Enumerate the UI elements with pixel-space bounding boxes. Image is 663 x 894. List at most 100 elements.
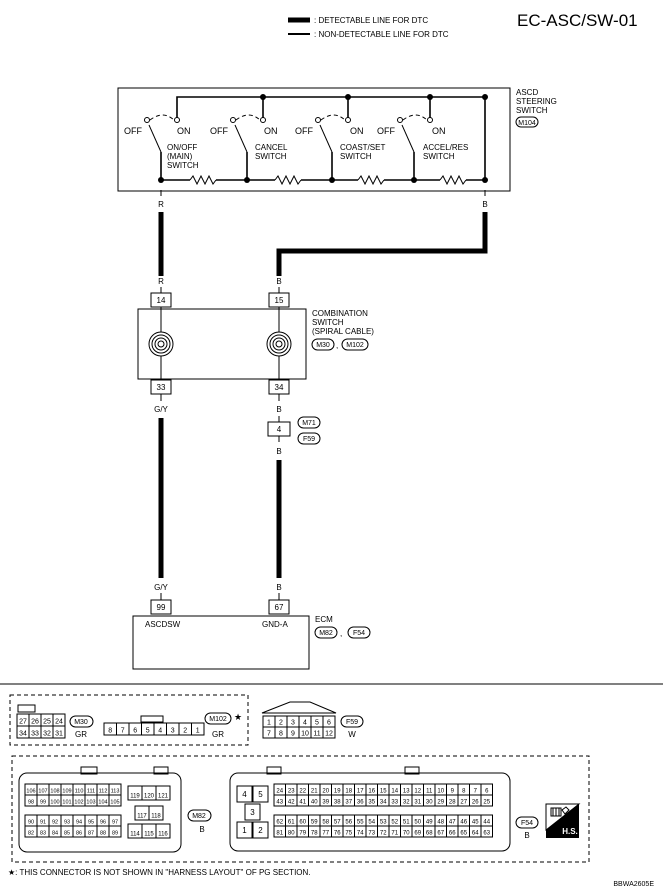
connector-m102-view-label: M102 <box>209 716 227 723</box>
pin-number: 94 <box>76 820 82 826</box>
connector-m30-view-label: M30 <box>74 719 88 726</box>
pin-number: 41 <box>299 800 306 806</box>
steering-switch-label-3: SWITCH <box>516 106 548 115</box>
pin-number: 71 <box>391 831 398 837</box>
legend-non-detectable-label: : NON-DETECTABLE LINE FOR DTC <box>314 30 449 39</box>
ladder-node-5 <box>482 177 488 183</box>
footnote: ★: THIS CONNECTOR IS NOT SHOWN IN "HARNE… <box>8 868 311 877</box>
pin-number: 64 <box>472 831 479 837</box>
legend-detectable-label: : DETECTABLE LINE FOR DTC <box>314 16 428 25</box>
pin-number: 99 <box>40 800 46 806</box>
pin-number: 112 <box>99 789 108 795</box>
joint-pin-4: 4 <box>277 425 282 434</box>
wire-b <box>276 212 488 276</box>
pin-number: 25 <box>43 719 51 726</box>
pin-number: 62 <box>276 820 283 826</box>
pin-number: 61 <box>288 820 295 826</box>
spiral-cable-2-icon <box>266 331 292 357</box>
switch2-name-2: SWITCH <box>255 152 287 161</box>
pin-number: 10 <box>301 731 309 738</box>
switch-common-bus <box>176 96 486 180</box>
pin-number: 4 <box>242 790 247 799</box>
pin-number: 33 <box>391 800 398 806</box>
connector-m102-badge <box>341 338 369 351</box>
switch4-off-contact <box>397 117 403 123</box>
pin-number: 104 <box>98 800 107 806</box>
switch2-arc <box>235 114 261 121</box>
connector-m82-view-badge <box>187 809 212 822</box>
pin-number: 25 <box>483 800 490 806</box>
pin-cell <box>480 825 493 838</box>
pin-number: 42 <box>288 800 295 806</box>
switch1-name-2: (MAIN) <box>167 152 193 161</box>
connector-hand-icon <box>550 806 570 817</box>
pin-number: 98 <box>28 800 34 806</box>
pin-number: 79 <box>299 831 306 837</box>
pin-number: 84 <box>52 831 58 837</box>
ecm-pin-99-box <box>150 599 172 615</box>
pin-number: 26 <box>31 719 39 726</box>
pin-number: 66 <box>449 831 456 837</box>
wire-b-top-label: B <box>482 200 487 209</box>
pin-number: 73 <box>368 831 375 837</box>
connector-f54-label: F54 <box>353 630 365 637</box>
pin-number: 103 <box>86 800 95 806</box>
connector-m82-badge <box>314 626 338 639</box>
pin-number: 34 <box>19 731 27 738</box>
ladder-node-2 <box>244 177 250 183</box>
connector-m102-star: ★ <box>234 712 242 722</box>
pin-number: 48 <box>437 820 444 826</box>
switch4-name-2: SWITCH <box>423 152 455 161</box>
pin-number: 65 <box>460 831 467 837</box>
pin-number: 43 <box>276 800 283 806</box>
pin-number: 69 <box>414 831 421 837</box>
bus-node-3 <box>345 94 351 100</box>
combination-label-3: (SPIRAL CABLE) <box>312 327 374 336</box>
f59-housing-top <box>261 701 337 714</box>
connector-f59-label: F59 <box>303 436 315 443</box>
switch1-off-contact <box>144 117 150 123</box>
pin-number: 23 <box>288 789 295 795</box>
hs-badge-label: H.S. <box>562 827 578 836</box>
wire-gy-label-2: G/Y <box>154 583 168 592</box>
pin-number: 8 <box>108 728 112 735</box>
pin-number: 3 <box>250 808 255 817</box>
pin-number: 26 <box>472 800 479 806</box>
pin-number: 8 <box>279 731 283 738</box>
pin-number: 51 <box>403 820 410 826</box>
connector-group-m30-m102 <box>9 694 249 746</box>
pin-number: 57 <box>334 820 341 826</box>
switch2-on-label: ON <box>264 126 278 136</box>
connector-m71-badge <box>297 416 321 429</box>
pin-cell <box>155 785 171 801</box>
pin-cell <box>244 803 261 821</box>
pin-number: 11 <box>426 789 433 795</box>
combination-separator: , <box>336 341 338 350</box>
pin-number: 31 <box>55 731 63 738</box>
pin-number: 28 <box>449 800 456 806</box>
pin-number: 24 <box>55 719 63 726</box>
pin-number: 24 <box>276 789 283 795</box>
pin-number: 63 <box>483 831 490 837</box>
combination-switch-box <box>137 308 307 380</box>
pin-cell <box>52 725 66 739</box>
pin-number: 97 <box>112 820 118 826</box>
switch3-off-contact <box>315 117 321 123</box>
pin-number: 5 <box>146 728 150 735</box>
pin-number: 46 <box>460 820 467 826</box>
combination-pin-14: 14 <box>157 296 166 305</box>
switch1-arc <box>149 114 175 121</box>
pin-number: 19 <box>334 789 341 795</box>
pin-number: 56 <box>345 820 352 826</box>
pin-number: 7 <box>121 728 125 735</box>
pin-number: 121 <box>158 794 169 800</box>
pin-cell <box>322 726 336 739</box>
ecm-pin-67: 67 <box>275 603 284 612</box>
steering-switch-label-1: ASCD <box>516 88 538 97</box>
pin-number: 30 <box>426 800 433 806</box>
resistor-3 <box>357 174 385 186</box>
connector-group-m82-f54 <box>11 755 590 863</box>
